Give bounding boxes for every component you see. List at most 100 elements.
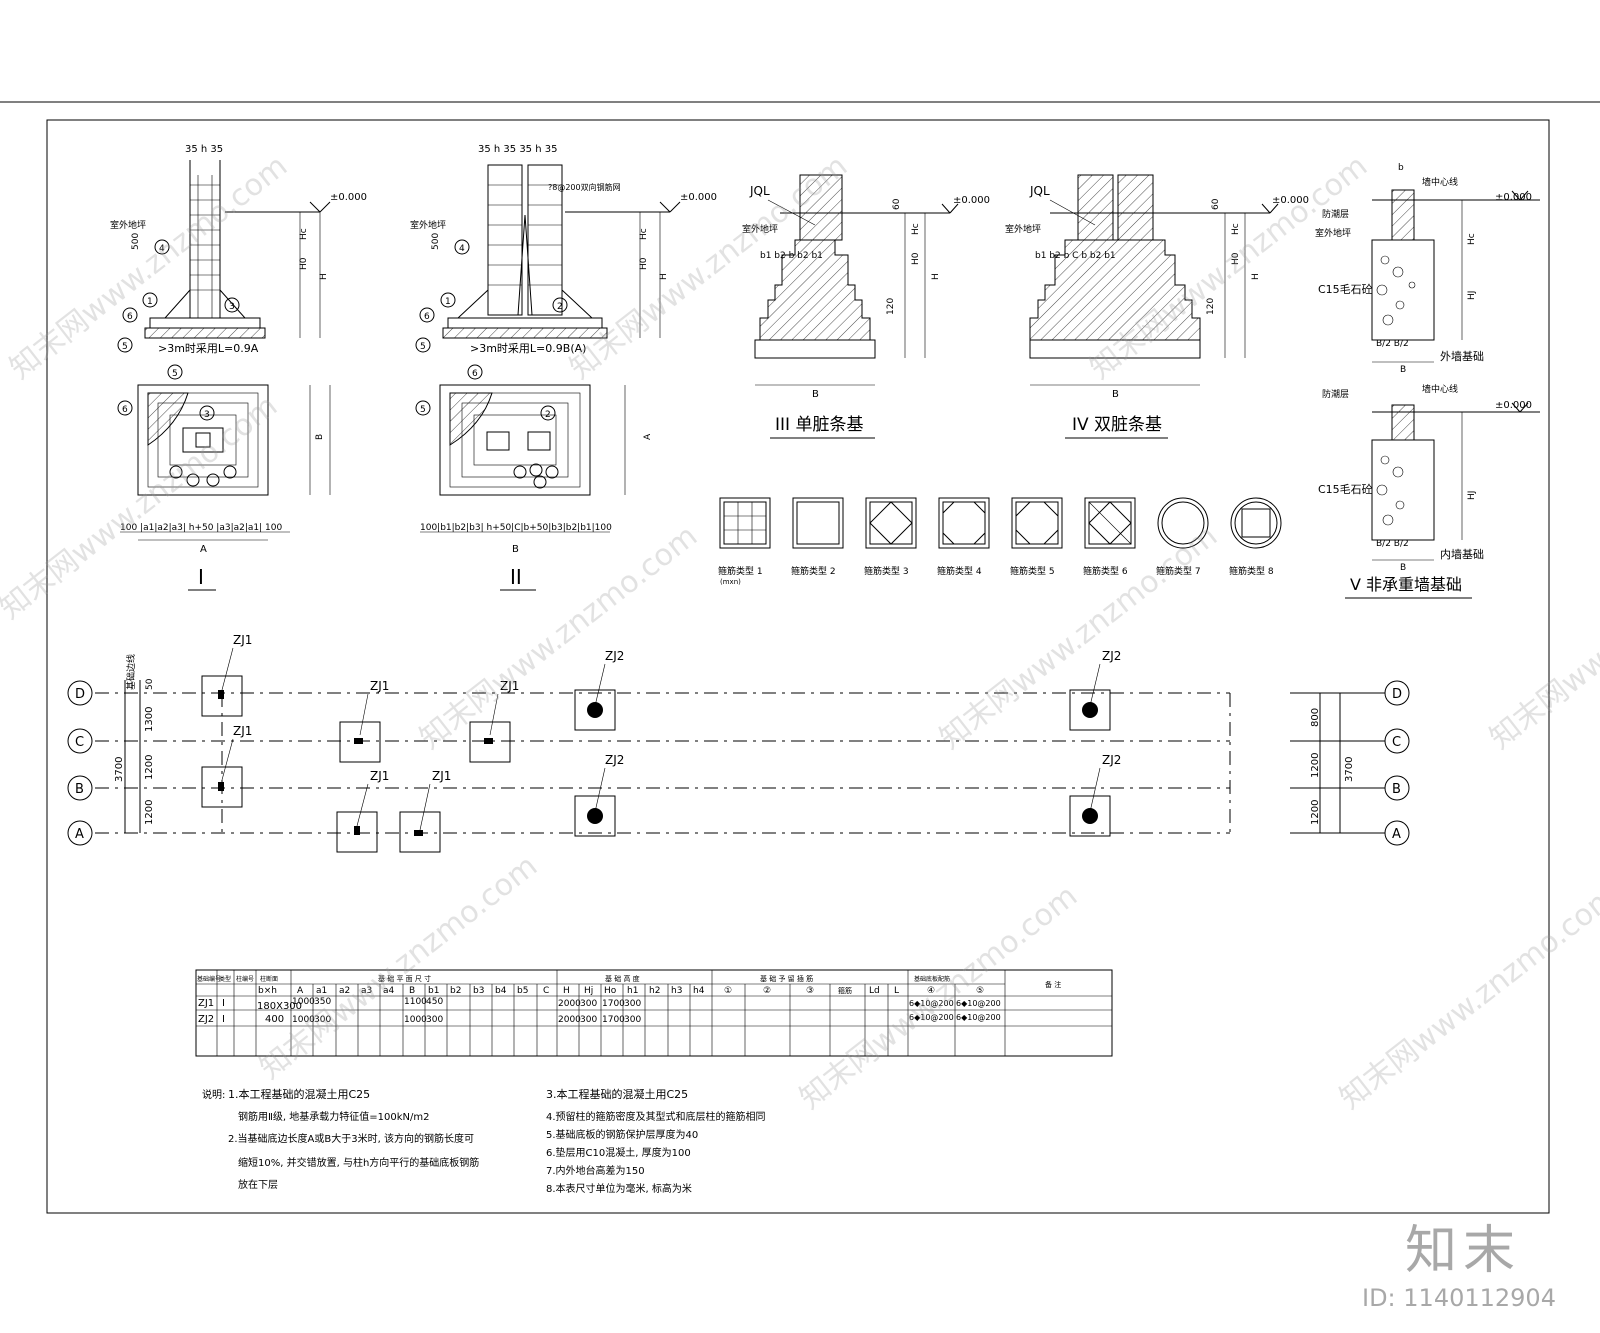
svg-text:±0.000: ±0.000 xyxy=(680,192,717,203)
svg-text:3: 3 xyxy=(229,302,235,312)
svg-text:ZJ1: ZJ1 xyxy=(432,769,451,783)
svg-text:Hc: Hc xyxy=(1231,223,1241,235)
svg-text:>3m时采用L=0.9B(A): >3m时采用L=0.9B(A) xyxy=(470,342,586,355)
svg-text:C: C xyxy=(75,735,84,750)
foundation-schedule-table: 基础编号 类型 柱编号 柱断面 基 础 平 面 尺 寸 基 础 高 度 基 础 … xyxy=(195,969,1113,1057)
svg-text:a1: a1 xyxy=(316,986,327,996)
svg-text:b1 b2 b C b b2 b1: b1 b2 b C b b2 b1 xyxy=(1035,251,1116,261)
svg-text:1000: 1000 xyxy=(292,1015,315,1025)
svg-text:ZJ1: ZJ1 xyxy=(198,998,214,1009)
svg-text:I: I xyxy=(222,998,225,1009)
svg-text:ZJ2: ZJ2 xyxy=(198,1014,214,1025)
svg-text:柱编号: 柱编号 xyxy=(236,975,254,983)
svg-text:6: 6 xyxy=(472,369,478,379)
svg-text:B: B xyxy=(315,434,325,440)
note-6: 6.垫层用C10混凝土, 厚度为100 xyxy=(546,1148,691,1159)
svg-text:b5: b5 xyxy=(517,986,528,996)
svg-text:ZJ2: ZJ2 xyxy=(605,753,624,767)
svg-text:④: ④ xyxy=(927,986,935,996)
svg-text:防潮层: 防潮层 xyxy=(1322,208,1349,220)
section-i: 35 h 35 ±0.000 室外地坪 Hc H0 H 500 4 1 3 6 … xyxy=(110,144,367,591)
svg-text:300: 300 xyxy=(314,1015,331,1025)
svg-text:A: A xyxy=(75,827,84,842)
svg-text:室外地坪: 室外地坪 xyxy=(1005,223,1041,235)
svg-text:6: 6 xyxy=(424,312,430,322)
svg-text:120: 120 xyxy=(886,298,896,315)
svg-text:300: 300 xyxy=(624,1015,641,1025)
svg-text:B: B xyxy=(409,986,415,996)
svg-text:D: D xyxy=(75,687,85,702)
svg-text:1200: 1200 xyxy=(1310,800,1321,825)
section-ii: 35 h 35 35 h 35 ?8@200双向钢筋网 ±0.000 室外地坪 … xyxy=(410,144,717,591)
svg-text:400: 400 xyxy=(265,1014,284,1025)
svg-text:1000: 1000 xyxy=(404,1015,427,1025)
svg-text:I: I xyxy=(222,1014,225,1025)
svg-text:±0.000: ±0.000 xyxy=(1495,192,1532,203)
svg-text:h3: h3 xyxy=(671,986,682,996)
stirrup-1 xyxy=(719,497,771,549)
svg-text:B: B xyxy=(1392,782,1401,797)
svg-text:5: 5 xyxy=(420,342,426,352)
svg-text:H: H xyxy=(931,273,941,280)
note-3: 3.本工程基础的混凝土用C25 xyxy=(546,1088,689,1101)
svg-text:300: 300 xyxy=(624,999,641,1009)
svg-text:2000: 2000 xyxy=(558,1015,581,1025)
note-2: 2.当基础底边长度A或B大于3米时, 该方向的钢筋长度可 xyxy=(228,1134,474,1145)
svg-text:箍筋类型 5: 箍筋类型 5 xyxy=(1010,565,1055,577)
svg-text:6: 6 xyxy=(122,405,128,415)
svg-text:3700: 3700 xyxy=(114,757,125,782)
svg-text:100 |a1|a2|a3| h+50 |a3|a2|a: 100 |a1|a2|a3| h+50 |a3|a2|a1| 100 xyxy=(120,523,282,533)
svg-text:Hc: Hc xyxy=(911,223,921,235)
svg-text:D: D xyxy=(1392,687,1402,702)
svg-text:H0: H0 xyxy=(639,257,649,270)
svg-text:H0: H0 xyxy=(911,252,921,265)
stirrup-6 xyxy=(1084,497,1136,549)
svg-text:1300: 1300 xyxy=(144,707,155,732)
svg-text:180X300: 180X300 xyxy=(257,1001,302,1012)
svg-text:B: B xyxy=(812,389,819,400)
svg-text:H0: H0 xyxy=(299,257,309,270)
svg-text:基 础 平 面 尺 寸: 基 础 平 面 尺 寸 xyxy=(378,974,431,983)
svg-text:箍筋类型 4: 箍筋类型 4 xyxy=(937,565,982,577)
svg-text:备 注: 备 注 xyxy=(1045,980,1061,989)
svg-text:1100: 1100 xyxy=(404,997,427,1007)
svg-text:B: B xyxy=(1112,389,1119,400)
svg-text:6◆10@200: 6◆10@200 xyxy=(956,1013,1001,1022)
svg-text:防潮层: 防潮层 xyxy=(1322,388,1349,400)
svg-text:b2: b2 xyxy=(450,986,461,996)
svg-text:C: C xyxy=(1392,735,1401,750)
stirrup-types: 箍筋类型 1 (mxn) 箍筋类型 2 箍筋类型 3 箍筋类型 4 箍筋类型 5… xyxy=(718,497,1282,586)
svg-text:h2: h2 xyxy=(649,986,660,996)
svg-text:Ho: Ho xyxy=(604,986,617,996)
svg-text:基础编号: 基础编号 xyxy=(197,975,221,983)
svg-text:ZJ1: ZJ1 xyxy=(500,679,519,693)
svg-text:③: ③ xyxy=(806,986,814,996)
svg-text:基础底板配筋: 基础底板配筋 xyxy=(914,975,950,983)
svg-text:箍筋类型 3: 箍筋类型 3 xyxy=(864,565,909,577)
note-2c: 放在下层 xyxy=(238,1180,278,1191)
svg-text:JQL: JQL xyxy=(1029,184,1050,198)
note-5: 5.基础底板的钢筋保护层厚度为40 xyxy=(546,1130,699,1141)
svg-text:知末网www.znzmo.com: 知末网www.znzmo.com xyxy=(793,878,1084,1116)
svg-text:柱断面: 柱断面 xyxy=(260,975,278,983)
foundation-plan: D C B A D C B A 基础边线 50 1300 1200 1200 3… xyxy=(67,633,1410,853)
svg-text:①: ① xyxy=(724,986,732,996)
svg-text:H0: H0 xyxy=(1231,252,1241,265)
svg-text:H: H xyxy=(319,273,329,280)
svg-text:C15毛石砼: C15毛石砼 xyxy=(1318,283,1373,296)
svg-text:箍筋类型 1: 箍筋类型 1 xyxy=(718,565,763,577)
note-1b: 钢筋用Ⅱ级, 地基承载力特征值=100kN/m2 xyxy=(238,1112,430,1123)
svg-text:?8@200双向钢筋网: ?8@200双向钢筋网 xyxy=(548,182,621,192)
svg-text:知末网www.znzmo.com: 知末网www.znzmo.com xyxy=(1333,878,1600,1116)
svg-text:B/2 B/2: B/2 B/2 xyxy=(1376,339,1409,349)
svg-text:b1 b2 b b2 b1: b1 b2 b b2 b1 xyxy=(760,251,823,261)
svg-text:a3: a3 xyxy=(361,986,372,996)
svg-text:500: 500 xyxy=(131,233,141,250)
svg-text:b4: b4 xyxy=(495,986,507,996)
svg-text:120: 120 xyxy=(1206,298,1216,315)
svg-text:Ld: Ld xyxy=(869,986,880,996)
svg-text:室外地坪: 室外地坪 xyxy=(110,219,146,231)
svg-text:500: 500 xyxy=(431,233,441,250)
svg-text:室外地坪: 室外地坪 xyxy=(1315,227,1351,239)
svg-text:(mxn): (mxn) xyxy=(720,578,741,586)
